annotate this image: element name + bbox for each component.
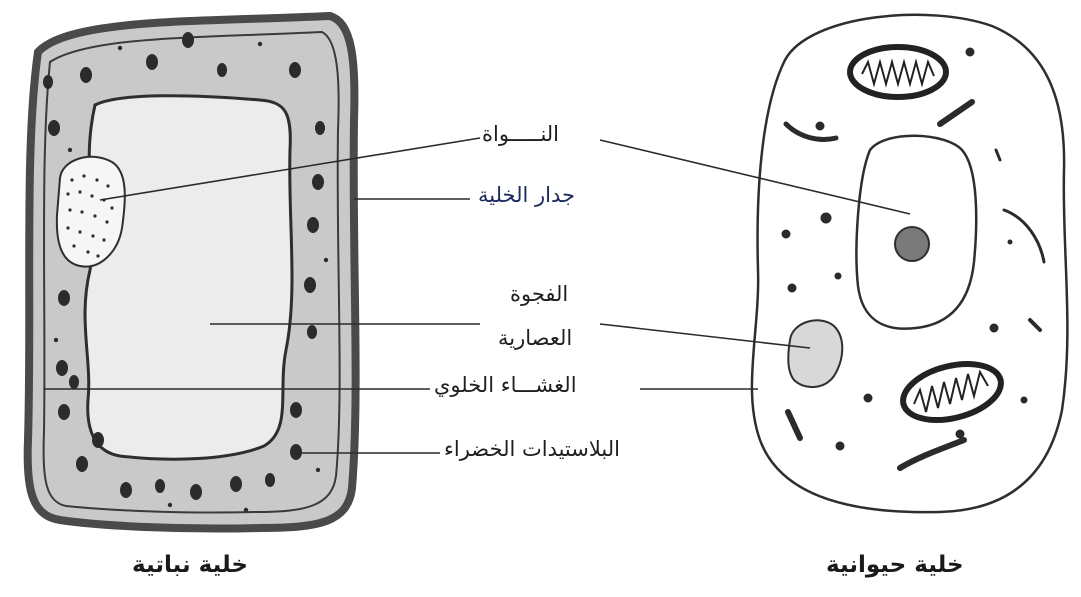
mitochondrion-top: [850, 47, 946, 97]
plant-cell: [28, 16, 356, 529]
chloroplast: [289, 62, 301, 78]
chloroplast: [92, 432, 104, 448]
chloroplast: [190, 484, 202, 500]
chromatin-dot: [91, 234, 94, 237]
chloroplast: [290, 402, 302, 418]
organelle-dot: [836, 442, 844, 450]
speck: [118, 46, 122, 50]
chloroplast: [80, 67, 92, 83]
chromatin-dot: [82, 174, 85, 177]
chloroplast: [69, 375, 79, 389]
chromatin-dot: [90, 194, 93, 197]
organelle-dot: [788, 284, 796, 292]
chromatin-dot: [86, 250, 89, 253]
chromatin-dot: [93, 214, 96, 217]
chloroplast: [307, 325, 317, 339]
chromatin-dot: [105, 220, 108, 223]
chromatin-dot: [106, 184, 109, 187]
speck: [324, 258, 328, 262]
plant-nucleus: [57, 157, 125, 267]
chloroplast: [304, 277, 316, 293]
chromatin-dot: [66, 192, 69, 195]
chloroplast: [76, 456, 88, 472]
chloroplast: [146, 54, 158, 70]
chromatin-dot: [78, 230, 81, 233]
chromatin-dot: [66, 226, 69, 229]
speck: [258, 42, 262, 46]
chromatin-dot: [68, 208, 71, 211]
organelle-dot: [1008, 240, 1012, 244]
speck: [244, 508, 248, 512]
nucleolus: [895, 227, 929, 261]
label-cell-wall: جدار الخلية: [478, 183, 575, 208]
organelle-dot: [990, 324, 998, 332]
chloroplast: [290, 444, 302, 460]
animal-cell: [752, 15, 1067, 512]
label-vacuole-line1: الفجوة: [510, 282, 568, 307]
chloroplast: [155, 479, 165, 493]
central-vacuole: [85, 96, 292, 459]
caption-animal-cell: خلية حيوانية: [826, 552, 964, 578]
speck: [54, 338, 58, 342]
chloroplast: [307, 217, 319, 233]
chloroplast: [315, 121, 325, 135]
organelle-dot: [782, 230, 790, 238]
chloroplast: [230, 476, 242, 492]
chloroplast: [58, 404, 70, 420]
organelle-dot: [816, 122, 824, 130]
organelle-dot: [966, 48, 974, 56]
animal-vacuole: [788, 320, 842, 387]
organelle-dot: [1021, 397, 1027, 403]
chromatin-dot: [95, 178, 98, 181]
label-nucleus: النـــــواة: [482, 122, 559, 147]
chloroplast: [56, 360, 68, 376]
chromatin-dot: [80, 210, 83, 213]
chromatin-dot: [110, 206, 113, 209]
chloroplast: [43, 75, 53, 89]
speck: [316, 468, 320, 472]
organelle-dot: [956, 430, 964, 438]
label-cell-membrane: الغشـــاء الخلوي: [434, 373, 577, 398]
chromatin-dot: [102, 238, 105, 241]
chromatin-dot: [78, 190, 81, 193]
speck: [168, 503, 172, 507]
chromatin-dot: [70, 178, 73, 181]
chloroplast: [120, 482, 132, 498]
chloroplast: [182, 32, 194, 48]
label-chloroplasts: البلاستيدات الخضراء: [444, 437, 620, 462]
label-vacuole-line2: العصارية: [498, 326, 572, 351]
organelle-dot: [821, 213, 831, 223]
chloroplast: [58, 290, 70, 306]
caption-plant-cell: خلية نباتية: [132, 552, 248, 578]
chloroplast: [48, 120, 60, 136]
chromatin-dot: [72, 244, 75, 247]
organelle-dot: [864, 394, 872, 402]
organelle-dot: [835, 273, 841, 279]
chloroplast: [265, 473, 275, 487]
chromatin-dot: [96, 254, 99, 257]
chloroplast: [217, 63, 227, 77]
chloroplast: [312, 174, 324, 190]
speck: [68, 148, 72, 152]
